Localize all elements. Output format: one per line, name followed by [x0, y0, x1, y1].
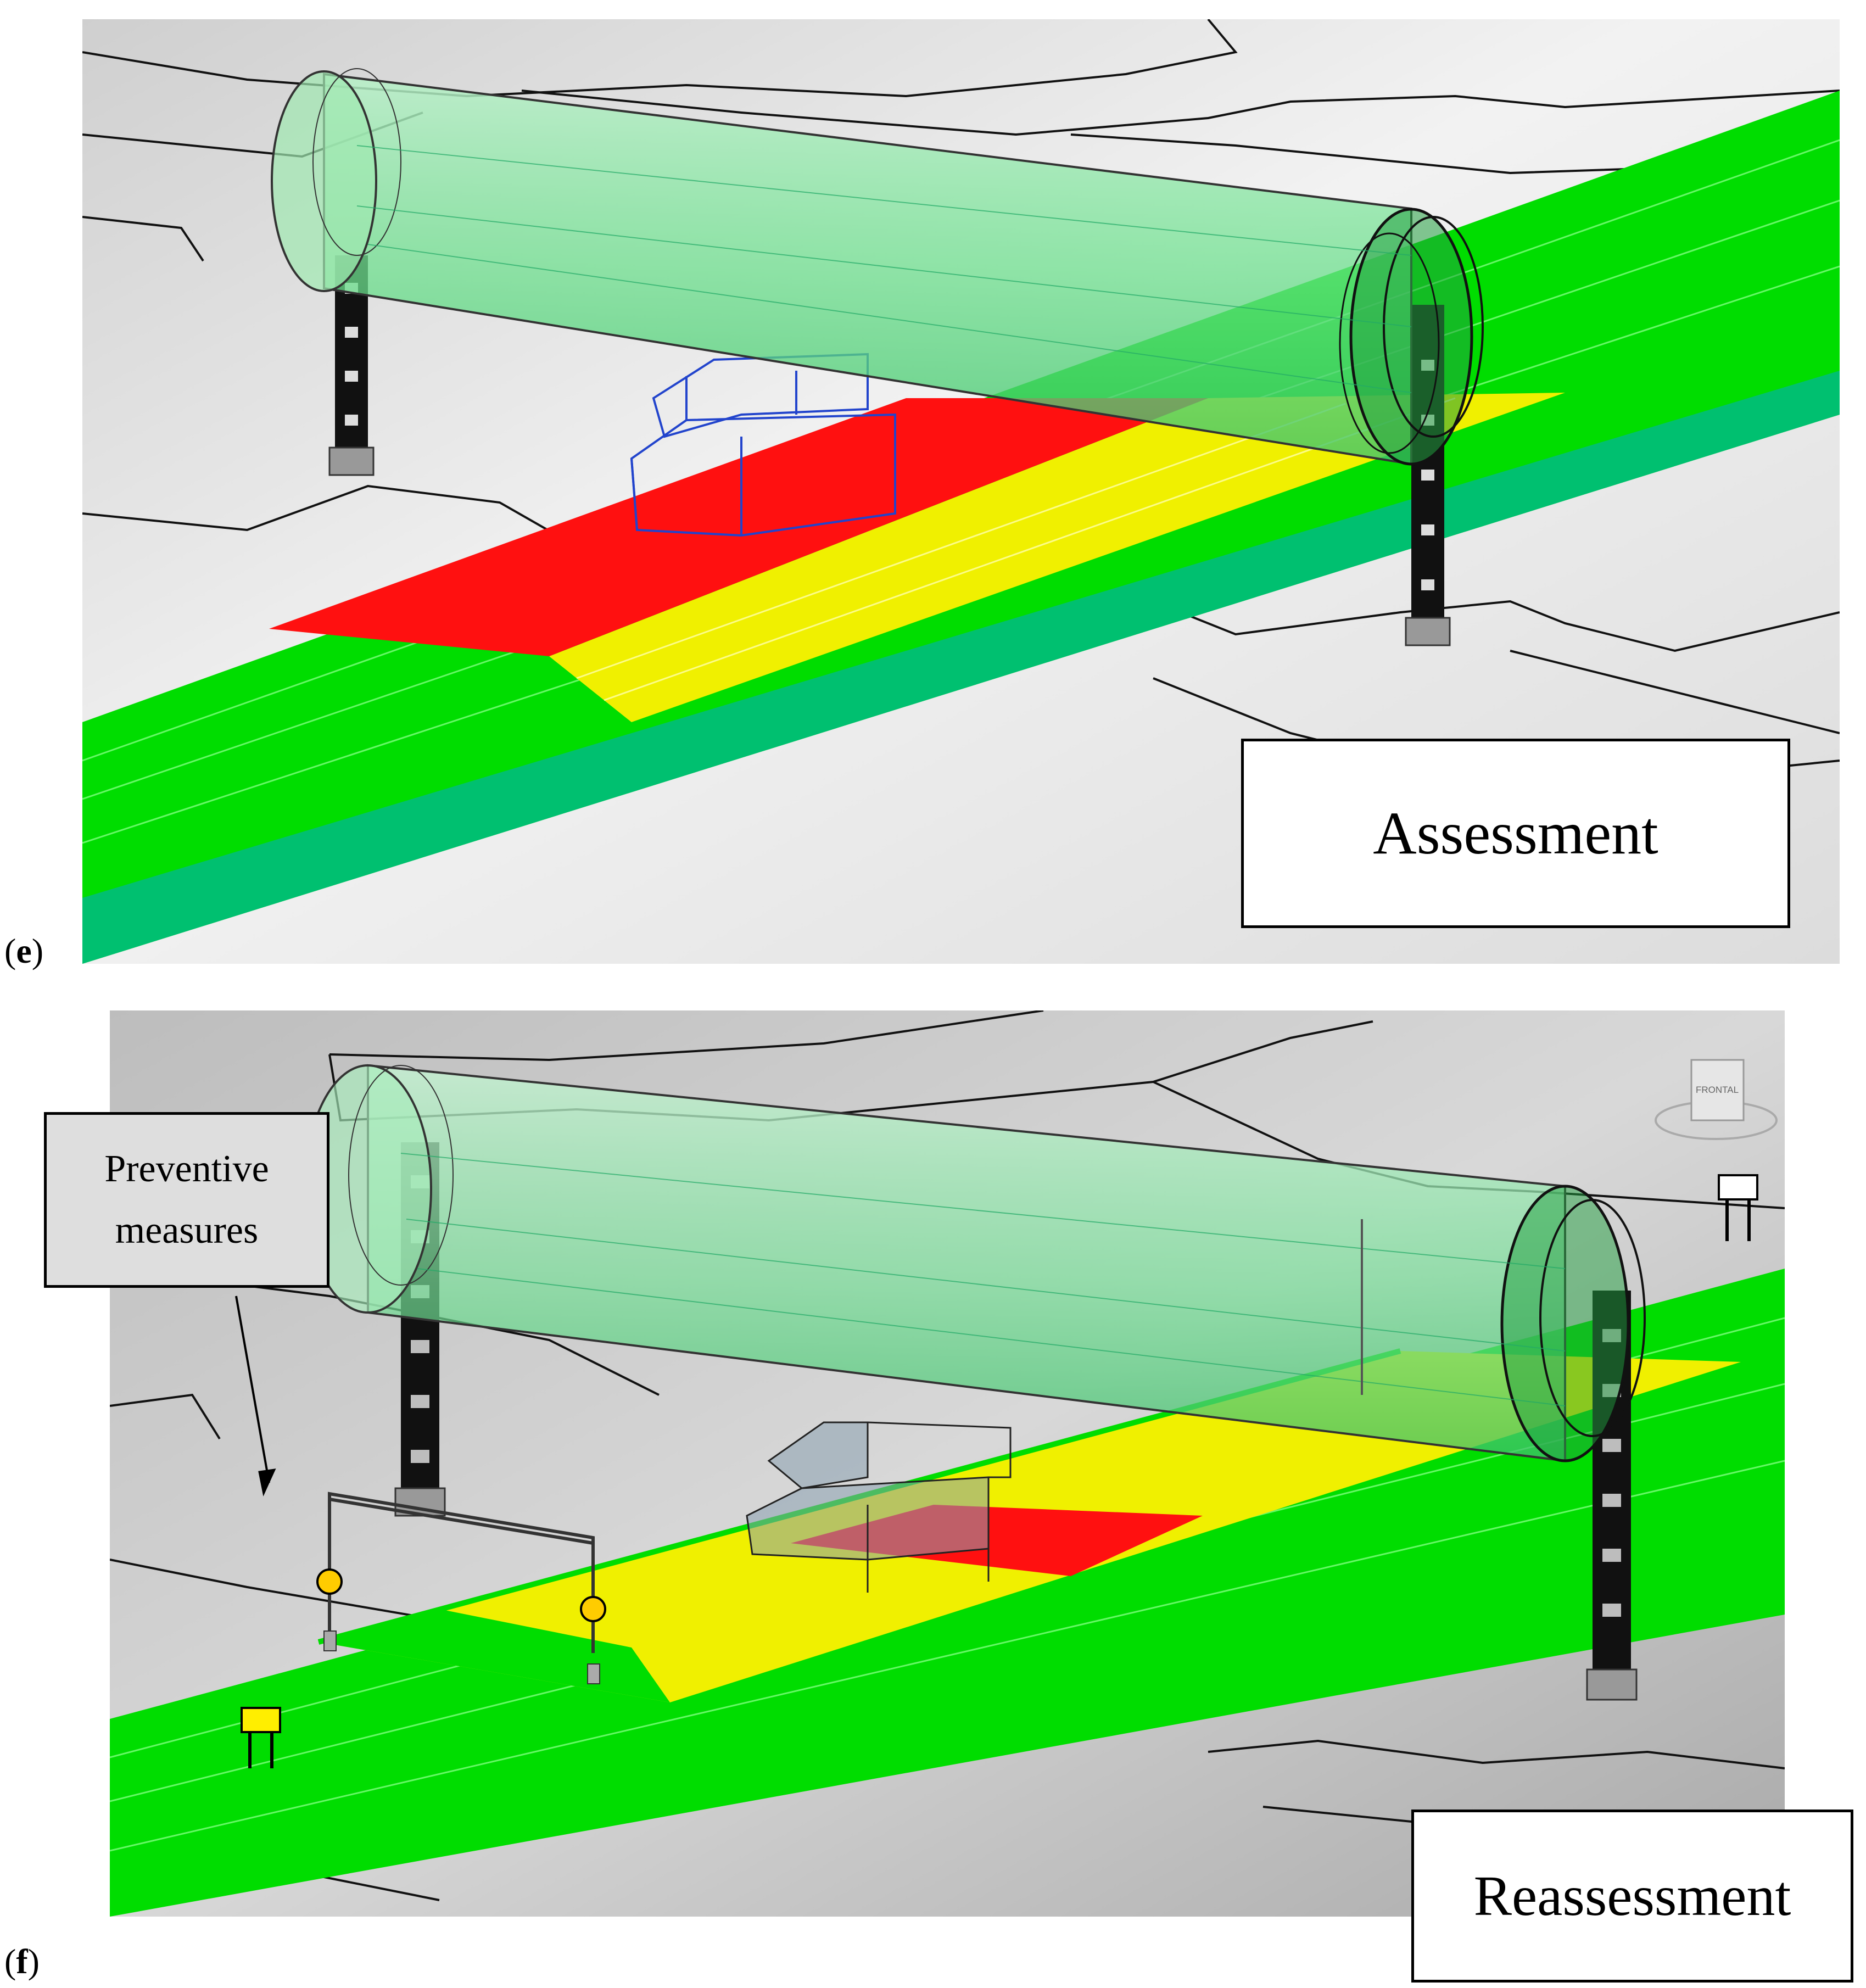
view-cube-label: FRONTAL: [1696, 1085, 1739, 1095]
warning-zone: [549, 393, 1565, 722]
danger-zone: [269, 398, 1208, 656]
warning-lights: [316, 1568, 606, 1684]
panel-e-assessment: Assessment: [82, 19, 1840, 964]
assessment-label: Assessment: [1241, 739, 1790, 928]
warning-sign-left: [241, 1707, 281, 1768]
height-barrier-gantry: [328, 1492, 595, 1653]
preventive-measures-arrow: [235, 1295, 276, 1496]
preventive-measures-callout: Preventive measures: [44, 1112, 329, 1288]
overhead-line-clearance-cylinder: [271, 68, 1484, 466]
panel-f-scene: FRONTAL: [110, 1010, 1785, 1917]
warning-sign-right: [1718, 1174, 1758, 1241]
excavator-wireframe: [630, 353, 896, 537]
callout-line-2: measures: [115, 1209, 259, 1252]
panel-f-reassessment: FRONTAL: [110, 1010, 1785, 1917]
panel-letter-f: (f): [4, 1942, 40, 1981]
panel-letter-e: (e): [4, 931, 44, 970]
view-cube: FRONTAL: [1655, 1059, 1778, 1140]
reassessment-label: Reassessment: [1411, 1810, 1853, 1983]
callout-line-1: Preventive: [104, 1148, 269, 1190]
panel-e-scene: [82, 19, 1840, 964]
